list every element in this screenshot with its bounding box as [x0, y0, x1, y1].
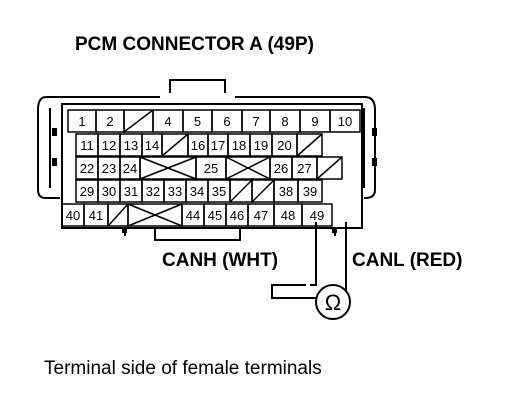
terminal-number: 13 — [124, 138, 138, 153]
blank-cross-line — [127, 203, 183, 227]
blank-cross-line — [225, 156, 271, 180]
terminal-number: 12 — [102, 138, 116, 153]
terminal-number: 35 — [212, 184, 226, 199]
terminal-number: 38 — [279, 184, 293, 199]
terminal-number: 24 — [123, 161, 137, 176]
caption: Terminal side of female terminals — [44, 358, 322, 379]
terminal-number: 29 — [80, 184, 94, 199]
blank-cross-line — [139, 156, 197, 180]
blank-slash-line — [251, 179, 275, 203]
terminal-number: 4 — [164, 114, 171, 129]
terminal-number: 32 — [146, 184, 160, 199]
ohm-symbol: Ω — [325, 290, 341, 315]
terminal-number: 9 — [311, 114, 318, 129]
blank-slash-line — [107, 203, 129, 227]
terminal-number: 5 — [194, 114, 201, 129]
terminal-number: 40 — [66, 208, 80, 223]
terminal-number: 26 — [274, 161, 288, 176]
blank-slash-line — [316, 156, 343, 180]
terminal-number: 16 — [191, 138, 205, 153]
terminal-number: 44 — [186, 208, 200, 223]
unused-terminal-cell — [296, 133, 323, 157]
canh-label: CANH (WHT) — [162, 250, 278, 271]
unused-terminal-cell — [316, 156, 343, 180]
blank-slash-line — [123, 109, 154, 133]
terminal-number: 48 — [281, 208, 295, 223]
connector-housing — [37, 79, 376, 241]
housing-latch-marks — [52, 128, 377, 233]
terminal-number: 6 — [223, 114, 230, 129]
terminal-number: 33 — [168, 184, 182, 199]
terminal-number: 22 — [80, 161, 94, 176]
terminal-number: 17 — [211, 138, 225, 153]
blank-slash-line — [296, 133, 323, 157]
terminal-number: 11 — [80, 138, 94, 153]
terminal-number: 10 — [338, 114, 352, 129]
terminal-cell — [329, 109, 361, 133]
terminal-number: 46 — [230, 208, 244, 223]
terminal-number: 23 — [102, 161, 116, 176]
terminal-number: 1 — [78, 114, 85, 129]
terminal-number: 2 — [106, 114, 113, 129]
terminal-number: 20 — [277, 138, 291, 153]
terminal-number: 41 — [89, 208, 103, 223]
diagram-title: PCM CONNECTOR A (49P) — [75, 34, 314, 55]
blank-slash-line — [161, 133, 189, 157]
terminal-number: 47 — [254, 208, 268, 223]
terminal-number: 30 — [102, 184, 116, 199]
terminal-number: 39 — [303, 184, 317, 199]
terminal-number: 31 — [124, 184, 138, 199]
test-leads — [271, 222, 347, 299]
blank-slash-line — [229, 179, 253, 203]
terminal-number: 19 — [254, 138, 268, 153]
ohmmeter: Ω — [315, 284, 351, 320]
terminal-number: 27 — [297, 161, 311, 176]
canl-label: CANL (RED) — [352, 250, 462, 271]
terminal-number: 7 — [252, 114, 259, 129]
terminal-number: 14 — [145, 138, 159, 153]
terminal-number: 45 — [208, 208, 222, 223]
terminal-number: 49 — [310, 208, 324, 223]
terminal-cell — [297, 179, 323, 203]
terminal-number: 34 — [190, 184, 204, 199]
terminal-number: 25 — [204, 161, 218, 176]
terminal-number: 8 — [281, 114, 288, 129]
terminal-number: 18 — [232, 138, 246, 153]
